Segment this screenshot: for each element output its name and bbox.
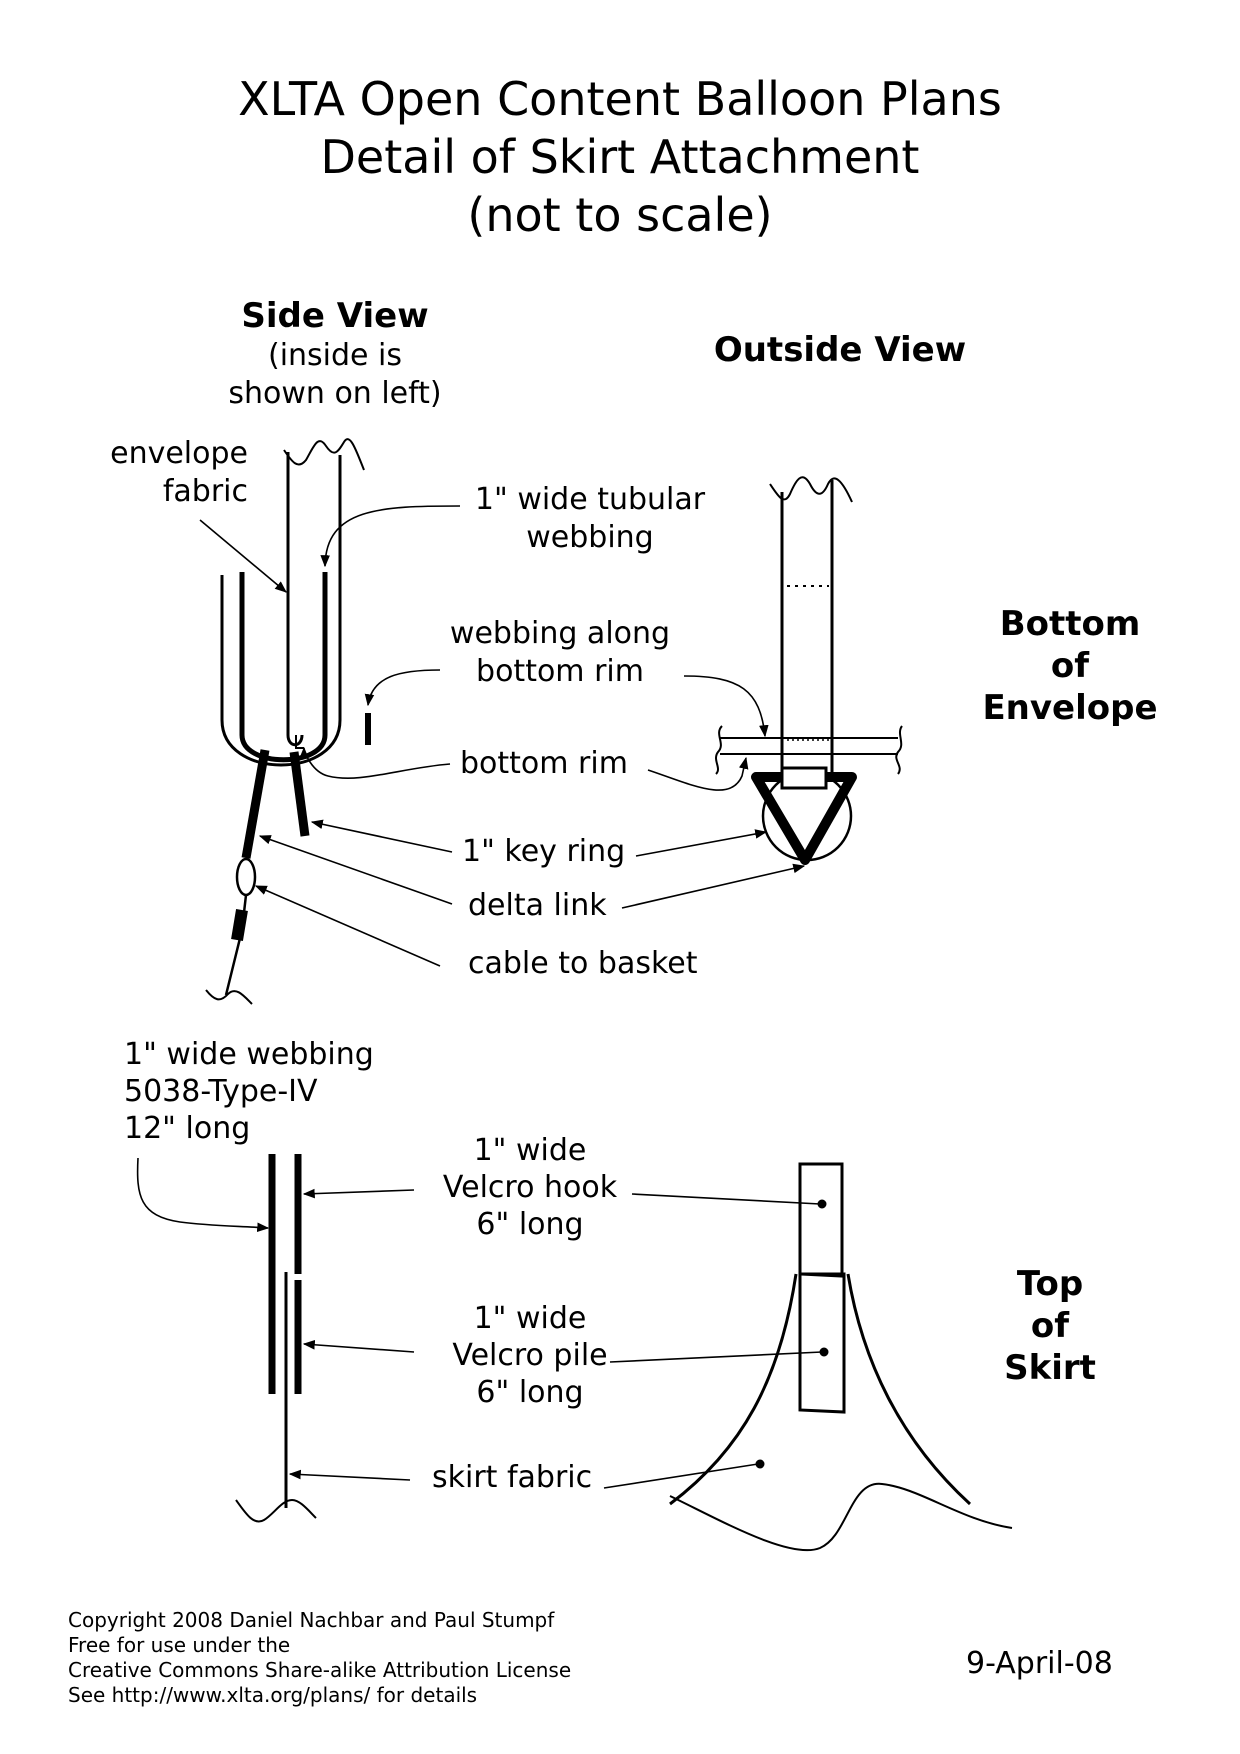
webbing-label-line-2: 5038-Type-IV bbox=[124, 1074, 318, 1109]
outside-webbing-loop bbox=[780, 766, 828, 790]
title-line-1: XLTA Open Content Balloon Plans bbox=[238, 72, 1002, 126]
skirt-fabric-break-wave bbox=[235, 1498, 317, 1523]
leader-cable bbox=[254, 885, 441, 967]
webbing-rim-label-line-1: webbing along bbox=[449, 616, 671, 651]
envelope-fabric-label-line-2: fabric bbox=[162, 474, 248, 509]
skirt-left-edge bbox=[669, 1273, 798, 1506]
skirt-fabric-label: skirt fabric bbox=[432, 1460, 593, 1495]
copyright-line-4: See http://www.xlta.org/plans/ for detai… bbox=[68, 1683, 478, 1707]
leader-webbing bbox=[136, 1157, 270, 1233]
webbing-label: 1" wide webbing 5038-Type-IV 12" long bbox=[124, 1036, 374, 1147]
velcro-pile-label-line-3: 6" long bbox=[476, 1375, 584, 1410]
delta-link-label: delta link bbox=[468, 888, 607, 923]
leader-skirt-side bbox=[288, 1469, 411, 1481]
leader-velcro-pile-side bbox=[302, 1339, 415, 1353]
side-view-note-line-2: shown on left) bbox=[228, 376, 442, 411]
leader-key-ring-side bbox=[310, 819, 453, 853]
cable-crimp-sleeve bbox=[231, 909, 248, 941]
side-view-note-line-1: (inside is bbox=[267, 338, 403, 373]
leader-webbing-rim-side bbox=[364, 669, 441, 707]
bottom-rim-label: bottom rim bbox=[460, 746, 628, 781]
bottom-of-envelope-label-line-2: of bbox=[1050, 646, 1090, 686]
outside-fabric-break-wave bbox=[769, 476, 853, 503]
outside-view-heading: Outside View bbox=[713, 330, 967, 370]
envelope-fabric-inner bbox=[286, 452, 304, 747]
cable-label: cable to basket bbox=[468, 946, 698, 981]
outside-view-envelope-drawing bbox=[715, 476, 903, 865]
leader-lines bbox=[136, 505, 823, 1489]
leader-velcro-pile-outside bbox=[609, 1351, 823, 1363]
velcro-hook-panel bbox=[798, 1162, 844, 1278]
leader-tubular-webbing bbox=[320, 505, 461, 568]
side-view-heading: Side View bbox=[241, 296, 429, 336]
title-line-2: Detail of Skirt Attachment bbox=[320, 130, 920, 184]
webbing-rim-label-line-2: bottom rim bbox=[476, 654, 644, 689]
copyright-notice: Copyright 2008 Daniel Nachbar and Paul S… bbox=[68, 1608, 571, 1708]
leader-key-ring-outside bbox=[635, 829, 768, 857]
date-label: 9-April-08 bbox=[966, 1646, 1113, 1681]
webbing-label-line-3: 12" long bbox=[124, 1111, 251, 1146]
bottom-of-envelope-label-line-1: Bottom bbox=[999, 604, 1141, 644]
leader-skirt-outside bbox=[603, 1463, 759, 1489]
side-view-envelope-drawing bbox=[205, 438, 371, 1005]
cable-break-wave bbox=[205, 989, 253, 1005]
top-of-skirt-label-line-3: Skirt bbox=[1004, 1348, 1096, 1388]
velcro-hook-label-line-3: 6" long bbox=[476, 1207, 584, 1242]
leader-velcro-hook-outside bbox=[631, 1193, 821, 1205]
leader-bottom-rim-side bbox=[299, 746, 451, 779]
velcro-pile-label-line-1: 1" wide bbox=[473, 1301, 587, 1336]
velcro-hook-label: 1" wide Velcro hook 6" long bbox=[420, 1132, 640, 1243]
side-view-skirt-drawing bbox=[235, 1154, 317, 1523]
tubular-webbing-label-line-1: 1" wide tubular bbox=[474, 482, 706, 517]
skirt-right-edge bbox=[846, 1273, 972, 1506]
title-line-3: (not to scale) bbox=[467, 188, 773, 242]
tubular-webbing-label-line-2: webbing bbox=[526, 520, 654, 555]
key-ring-bar bbox=[289, 751, 310, 837]
rim-band-left-break bbox=[715, 725, 723, 775]
cable-thimble-loop bbox=[235, 857, 257, 897]
skirt-hem-wave bbox=[669, 1482, 1013, 1552]
webbing-label-line-1: 1" wide webbing bbox=[124, 1037, 374, 1072]
copyright-line-1: Copyright 2008 Daniel Nachbar and Paul S… bbox=[68, 1608, 555, 1632]
top-of-skirt-label-line-2: of bbox=[1030, 1306, 1070, 1346]
copyright-line-2: Free for use under the bbox=[68, 1633, 291, 1657]
delta-link-bar bbox=[241, 749, 270, 859]
velcro-pile-label: 1" wide Velcro pile 6" long bbox=[420, 1300, 640, 1411]
top-of-skirt-label-line-1: Top bbox=[1016, 1264, 1084, 1304]
velcro-pile-label-line-2: Velcro pile bbox=[452, 1338, 608, 1373]
envelope-fabric-label-line-1: envelope bbox=[110, 436, 248, 471]
leader-delta-link-side bbox=[258, 835, 453, 905]
envelope-fabric-break-wave bbox=[283, 438, 365, 471]
envelope-fabric-outer bbox=[220, 455, 342, 767]
velcro-hook-label-line-1: 1" wide bbox=[473, 1133, 587, 1168]
key-ring-label: 1" key ring bbox=[462, 834, 626, 869]
velcro-pile-panel bbox=[798, 1272, 846, 1414]
leader-delta-link-outside bbox=[621, 863, 806, 909]
tubular-webbing-layer bbox=[239, 572, 328, 763]
copyright-line-3: Creative Commons Share-alike Attribution… bbox=[68, 1658, 572, 1682]
leader-webbing-rim-outside bbox=[683, 675, 769, 738]
rim-band-right-break bbox=[895, 725, 903, 775]
leader-envelope-fabric bbox=[199, 519, 287, 593]
velcro-hook-label-line-2: Velcro hook bbox=[442, 1170, 618, 1205]
bottom-of-envelope-label-line-3: Envelope bbox=[982, 688, 1158, 728]
outside-view-skirt-drawing bbox=[669, 1162, 1013, 1552]
leader-velcro-hook-side bbox=[302, 1188, 415, 1199]
leader-bottom-rim-outside bbox=[647, 756, 749, 791]
